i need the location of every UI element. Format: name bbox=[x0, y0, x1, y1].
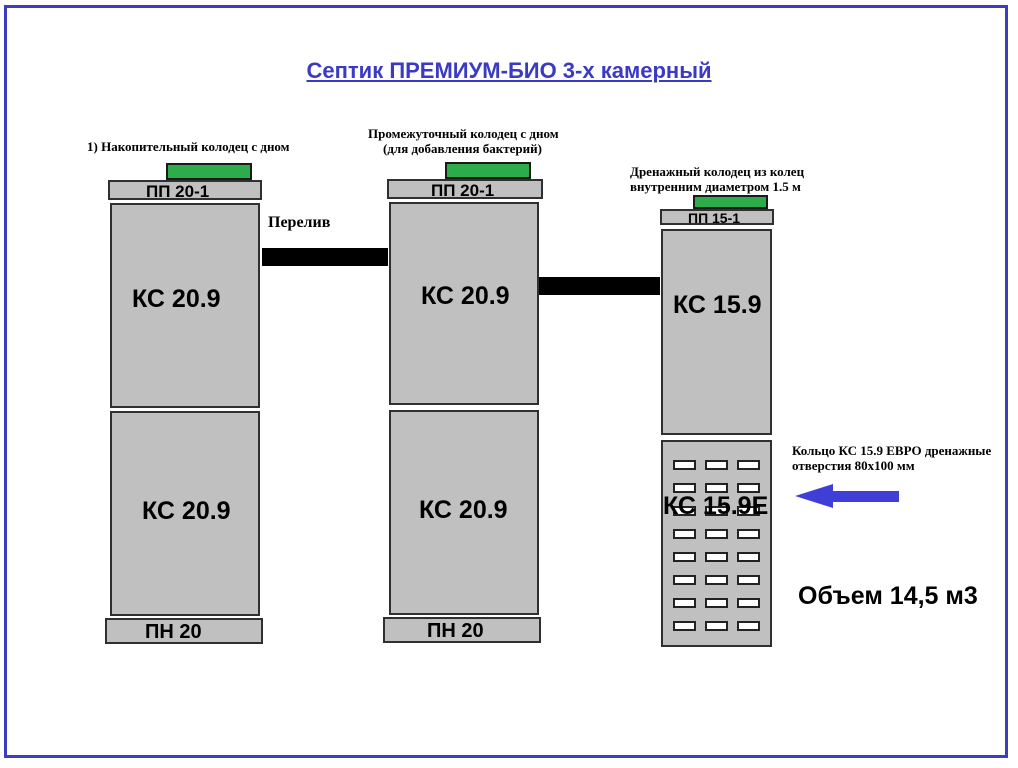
well3-ring-top-label: КС 15.9 bbox=[673, 291, 762, 319]
drain-hole bbox=[737, 552, 760, 562]
well1-base-slab: ПН 20 bbox=[105, 618, 263, 644]
well1-ring-bottom-label: КС 20.9 bbox=[142, 497, 231, 525]
well3-cover-slab: ПП 15-1 bbox=[660, 209, 774, 225]
drain-hole bbox=[737, 506, 760, 516]
euro-ring-note-line1: Кольцо КС 15.9 ЕВРО дренажные bbox=[792, 443, 992, 458]
euro-ring-note-line2: отверстия 80х100 мм bbox=[792, 458, 915, 473]
drain-hole bbox=[737, 460, 760, 470]
diagram-title: Септик ПРЕМИУМ-БИО 3-х камерный bbox=[306, 58, 712, 83]
drain-hole bbox=[673, 621, 696, 631]
diagram-frame bbox=[4, 5, 1008, 758]
drain-hole bbox=[673, 506, 696, 516]
well1-hatch bbox=[166, 163, 252, 180]
overflow-pipe-2 bbox=[539, 277, 660, 295]
well3-ring-top: КС 15.9 bbox=[661, 229, 772, 435]
drain-hole bbox=[705, 552, 728, 562]
well2-cover-label: ПП 20-1 bbox=[431, 181, 495, 200]
drain-hole bbox=[705, 575, 728, 585]
well3-note-line2: внутренним диаметром 1.5 м bbox=[630, 179, 801, 194]
well2-base-label: ПН 20 bbox=[427, 620, 484, 642]
well2-ring-bottom: КС 20.9 bbox=[389, 410, 539, 615]
well2-ring-top-label: КС 20.9 bbox=[421, 282, 510, 310]
drain-hole bbox=[673, 483, 696, 493]
well1-note: 1) Накопительный колодец с дном bbox=[87, 139, 290, 154]
drain-hole bbox=[705, 460, 728, 470]
drain-hole bbox=[705, 621, 728, 631]
drain-hole bbox=[673, 552, 696, 562]
overflow-pipe-1 bbox=[262, 248, 388, 266]
well1-cover-slab: ПП 20-1 bbox=[108, 180, 262, 200]
volume-label: Объем 14,5 м3 bbox=[798, 582, 978, 610]
well2-note-line2: (для добавления бактерий) bbox=[383, 141, 542, 156]
well2-base-slab: ПН 20 bbox=[383, 617, 541, 643]
well3-ring-bottom-perforated: КС 15.9Е bbox=[661, 440, 772, 647]
drain-hole bbox=[705, 598, 728, 608]
well3-note-line1: Дренажный колодец из колец bbox=[630, 164, 805, 179]
well1-ring-top-label: КС 20.9 bbox=[132, 285, 221, 313]
drain-hole bbox=[705, 529, 728, 539]
drain-hole bbox=[673, 529, 696, 539]
well1-ring-top: КС 20.9 bbox=[110, 203, 260, 408]
drain-hole bbox=[737, 483, 760, 493]
well1-cover-label: ПП 20-1 bbox=[146, 182, 210, 201]
drain-hole bbox=[705, 506, 728, 516]
drain-hole bbox=[737, 529, 760, 539]
drain-hole bbox=[737, 621, 760, 631]
well1-base-label: ПН 20 bbox=[145, 621, 202, 643]
well2-note-line1: Промежуточный колодец с дном bbox=[368, 126, 559, 141]
drain-hole bbox=[705, 483, 728, 493]
well2-ring-bottom-label: КС 20.9 bbox=[419, 496, 508, 524]
well3-cover-label: ПП 15-1 bbox=[688, 210, 741, 226]
well3-ring-bottom-label: КС 15.9Е bbox=[663, 492, 769, 520]
drain-hole bbox=[737, 598, 760, 608]
well2-hatch bbox=[445, 162, 531, 179]
well2-ring-top: КС 20.9 bbox=[389, 202, 539, 405]
well1-ring-bottom: КС 20.9 bbox=[110, 411, 260, 616]
drain-hole bbox=[673, 460, 696, 470]
drain-hole bbox=[673, 575, 696, 585]
overflow-label: Перелив bbox=[268, 214, 331, 231]
drain-hole bbox=[737, 575, 760, 585]
drain-hole bbox=[673, 598, 696, 608]
well2-cover-slab: ПП 20-1 bbox=[387, 179, 543, 199]
well3-hatch bbox=[693, 195, 768, 209]
pointer-arrow bbox=[795, 484, 899, 508]
arrow-icon bbox=[795, 484, 899, 508]
